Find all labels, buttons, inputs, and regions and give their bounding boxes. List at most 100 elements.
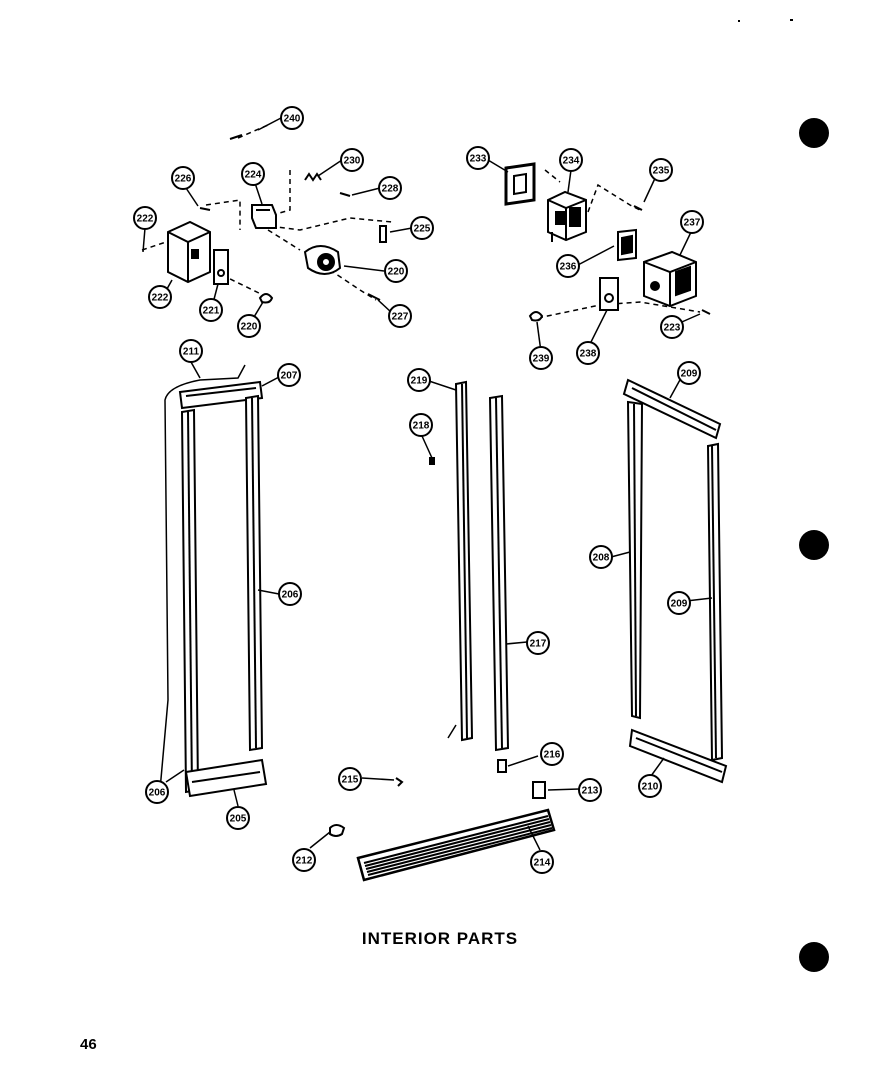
callout-circle <box>179 339 203 363</box>
callout-227: 227 <box>388 304 412 328</box>
motor-part <box>547 190 587 242</box>
callout-217: 217 <box>526 631 550 655</box>
callout-label: 228 <box>382 184 399 195</box>
clip-part <box>528 311 544 322</box>
callout-circle <box>410 216 434 240</box>
callout-circle <box>388 304 412 328</box>
callout-label: 230 <box>344 156 361 167</box>
callout-226: 226 <box>171 166 195 190</box>
callout-label: 222 <box>152 293 169 304</box>
screw-215 <box>395 777 404 787</box>
top-rail-209 <box>622 378 722 440</box>
hole-punch-icon <box>799 118 829 148</box>
callout-circle <box>660 315 684 339</box>
left-upright-part <box>180 408 200 794</box>
callout-219: 219 <box>407 368 431 392</box>
callout-label: 218 <box>413 421 430 432</box>
callout-circle <box>589 545 613 569</box>
callout-label: 214 <box>534 858 551 869</box>
screw-part <box>199 207 211 211</box>
callout-label: 217 <box>530 639 547 650</box>
callout-211: 211 <box>179 339 203 363</box>
callout-206: 206 <box>278 582 302 606</box>
callout-circle <box>378 176 402 200</box>
callout-208: 208 <box>589 545 613 569</box>
callout-230: 230 <box>340 148 364 172</box>
mullion-219 <box>447 380 474 742</box>
callout-228: 228 <box>378 176 402 200</box>
screw-part <box>633 205 643 211</box>
callout-label: 220 <box>241 322 258 333</box>
callout-221: 221 <box>199 298 223 322</box>
bracket-part <box>617 228 637 262</box>
callout-label: 208 <box>593 553 610 564</box>
top-rail-part <box>178 380 264 410</box>
callout-label: 206 <box>282 590 299 601</box>
callout-circle <box>384 259 408 283</box>
upright-208 <box>626 400 644 720</box>
callout-label: 239 <box>533 354 550 365</box>
clip-218 <box>429 457 435 465</box>
callout-circle <box>241 162 265 186</box>
callout-225: 225 <box>410 216 434 240</box>
callout-circle <box>338 767 362 791</box>
clip-216 <box>497 759 507 773</box>
callout-207: 207 <box>277 363 301 387</box>
callout-218: 218 <box>409 413 433 437</box>
callout-222: 222 <box>148 285 172 309</box>
hole-punch-icon <box>799 942 829 972</box>
plate-part <box>599 277 619 311</box>
callout-236: 236 <box>556 254 580 278</box>
right-upright-part <box>244 394 264 752</box>
callout-label: 219 <box>411 376 428 387</box>
bottom-rail-210 <box>628 728 728 784</box>
callout-label: 207 <box>281 371 298 382</box>
control-box-part <box>167 220 211 284</box>
callout-circle <box>277 363 301 387</box>
callout-label: 221 <box>203 306 220 317</box>
callout-label: 235 <box>653 166 670 177</box>
callout-label: 213 <box>582 786 599 797</box>
housing-part <box>643 250 697 308</box>
callout-circle <box>530 850 554 874</box>
callout-label: 225 <box>414 224 431 235</box>
callout-circle <box>680 210 704 234</box>
bottom-rail-part <box>184 758 268 798</box>
callout-circle <box>171 166 195 190</box>
callout-237: 237 <box>680 210 704 234</box>
callout-label: 216 <box>544 750 561 761</box>
callout-234: 234 <box>559 148 583 172</box>
callout-circle <box>638 774 662 798</box>
callout-circle <box>677 361 701 385</box>
clip-part <box>258 293 274 304</box>
callout-label: 224 <box>245 170 262 181</box>
knob-part <box>379 225 387 243</box>
callout-224: 224 <box>241 162 265 186</box>
callout-circle <box>526 631 550 655</box>
diagram-title: INTERIOR PARTS <box>361 929 519 948</box>
callout-label: 205 <box>230 814 247 825</box>
callout-210: 210 <box>638 774 662 798</box>
callout-label: 209 <box>671 599 688 610</box>
callout-label: 236 <box>560 262 577 273</box>
callout-209: 209 <box>677 361 701 385</box>
callout-circle <box>278 582 302 606</box>
callout-label: 209 <box>681 369 698 380</box>
gasket-part <box>504 162 536 206</box>
callout-circle <box>540 742 564 766</box>
callout-235: 235 <box>649 158 673 182</box>
callout-circle <box>340 148 364 172</box>
clip-212 <box>329 824 346 837</box>
callout-239: 239 <box>529 346 553 370</box>
upright-209 <box>706 442 724 762</box>
callout-circle <box>529 346 553 370</box>
speck-mark <box>738 20 740 22</box>
callout-label: 206 <box>149 788 166 799</box>
screw-part <box>339 192 351 197</box>
callout-212: 212 <box>292 848 316 872</box>
callout-circle <box>280 106 304 130</box>
callout-circle <box>578 778 602 802</box>
screw-part <box>701 309 711 315</box>
